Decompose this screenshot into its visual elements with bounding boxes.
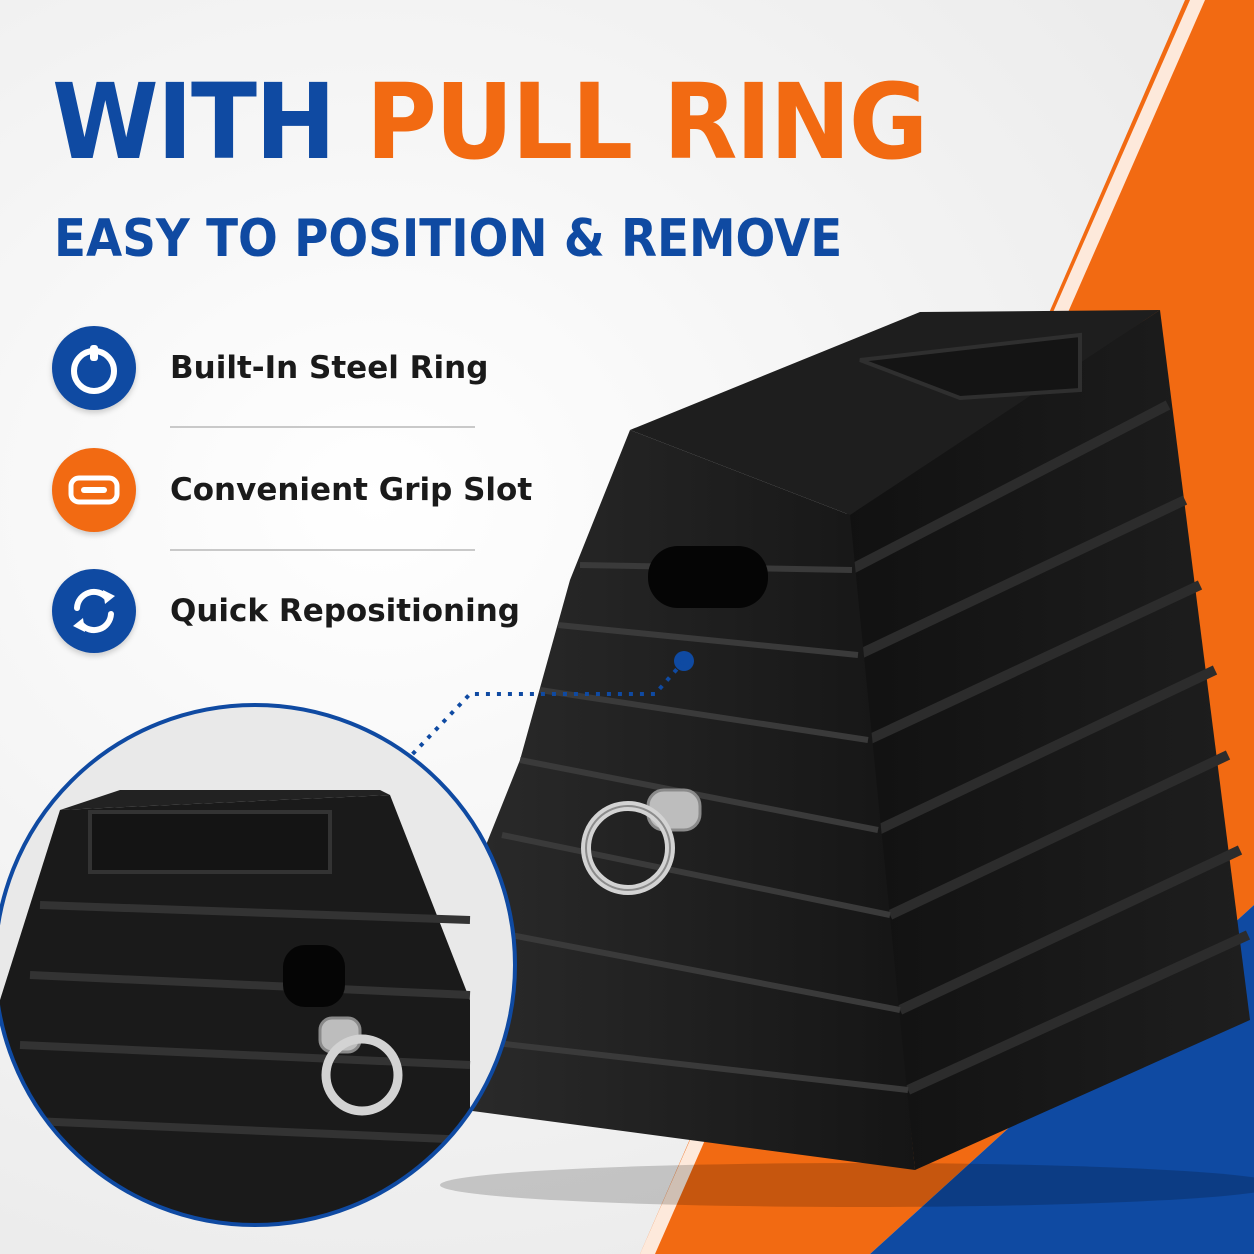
pull-ring xyxy=(581,788,702,895)
feature-steel-ring: Built-In Steel Ring xyxy=(52,326,488,410)
wheel-chock xyxy=(440,310,1254,1207)
headline: WITH PULL RING xyxy=(52,70,928,174)
divider xyxy=(170,426,475,428)
divider xyxy=(170,549,475,551)
feature-label: Quick Repositioning xyxy=(170,593,520,629)
feature-label: Convenient Grip Slot xyxy=(170,472,533,508)
rotate-icon xyxy=(52,569,136,653)
headline-part1: WITH xyxy=(52,61,336,183)
callout-line xyxy=(403,659,686,764)
feature-repositioning: Quick Repositioning xyxy=(52,569,520,653)
grip-slot xyxy=(648,546,768,608)
slot-icon xyxy=(52,448,136,532)
ring-icon xyxy=(52,326,136,410)
feature-grip-slot: Convenient Grip Slot xyxy=(52,448,532,532)
feature-label: Built-In Steel Ring xyxy=(170,350,489,386)
headline-part2: PULL RING xyxy=(365,61,928,183)
subheadline: EASY TO POSITION & REMOVE xyxy=(54,209,843,269)
detail-zoom xyxy=(0,703,517,1227)
